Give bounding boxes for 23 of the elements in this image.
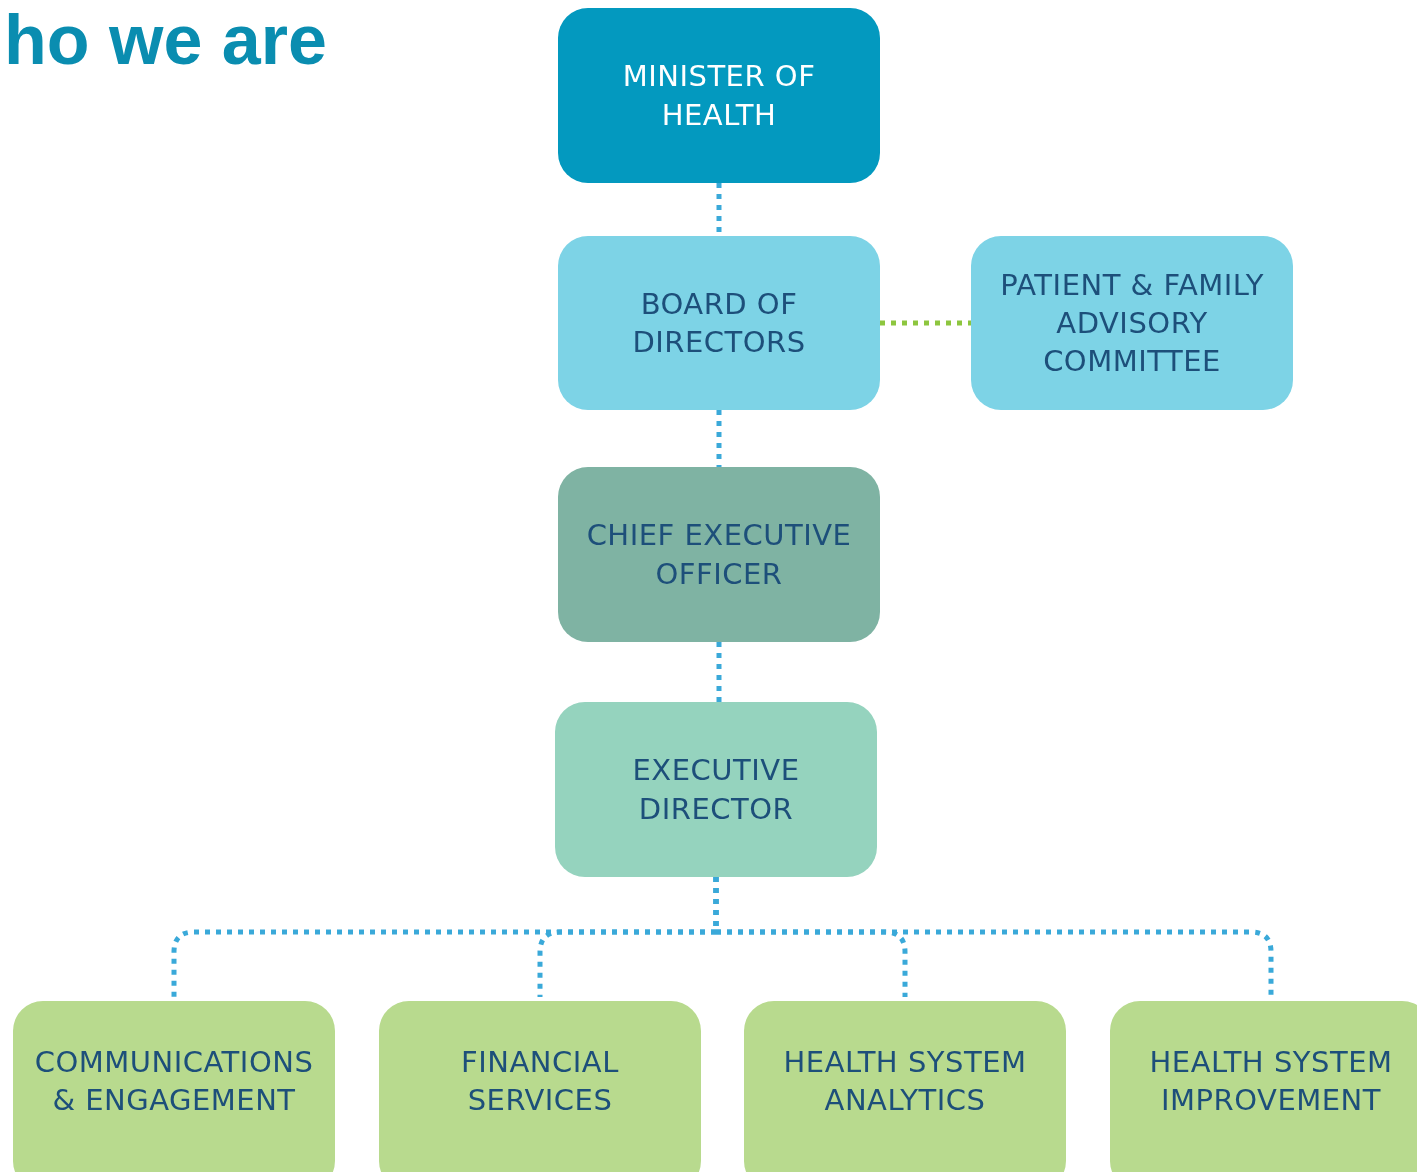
connector-line bbox=[716, 410, 722, 467]
org-box bbox=[558, 467, 880, 642]
org-box bbox=[1110, 1001, 1417, 1172]
org-box bbox=[555, 702, 877, 877]
page-title: ho we are bbox=[4, 0, 327, 80]
box-label: MINISTER OF HEALTH bbox=[621, 58, 817, 134]
org-box bbox=[13, 1001, 335, 1172]
org-box bbox=[971, 236, 1293, 410]
box-label: BOARD OF DIRECTORS bbox=[631, 285, 807, 361]
box-label: HEALTH SYSTEM ANALYTICS bbox=[782, 1043, 1028, 1119]
connector-line bbox=[880, 320, 971, 326]
box-label: PATIENT & FAMILY ADVISORY COMMITTEE bbox=[999, 266, 1265, 381]
org-box bbox=[379, 1001, 701, 1172]
connector-line bbox=[716, 642, 722, 702]
box-label: HEALTH SYSTEM IMPROVEMENT bbox=[1148, 1043, 1394, 1119]
org-box bbox=[558, 8, 880, 183]
org-box bbox=[558, 236, 880, 410]
box-label: COMMUNICATIONS & ENGAGEMENT bbox=[33, 1043, 315, 1119]
org-box bbox=[744, 1001, 1066, 1172]
connector-line bbox=[713, 877, 1274, 997]
box-label: FINANCIAL SERVICES bbox=[460, 1043, 620, 1119]
box-label: EXECUTIVE DIRECTOR bbox=[631, 752, 801, 828]
box-label: CHIEF EXECUTIVE OFFICER bbox=[585, 517, 853, 593]
